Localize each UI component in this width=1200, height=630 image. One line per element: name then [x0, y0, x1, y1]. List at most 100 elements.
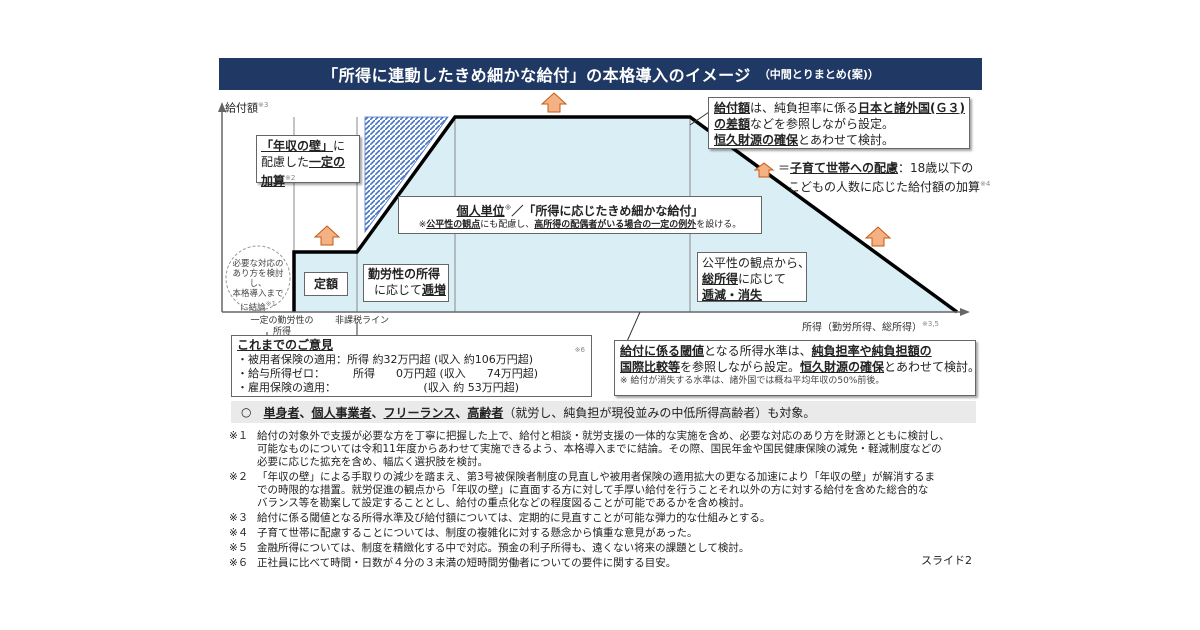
- shikii-box: 給付に係る閾値となる所得水準は、純負担率や純負担額の 国際比較等を参照しながら設…: [614, 340, 980, 396]
- y-axis-mark: ※3: [258, 101, 269, 109]
- footnote-item: ※２ 「年収の壁」による手取りの減少を踏まえ、第3号被保険者制度の見直しや被用者保…: [229, 471, 979, 510]
- kento-line-2: あり方を検討し、: [232, 269, 284, 289]
- kabe-box: 「年収の壁」に 配慮した一定の 加算※2: [256, 135, 360, 188]
- target-s3: 、: [455, 405, 468, 420]
- footnote-line: 可能なものについては令和11年度からあわせて実施できるよう、本格導入までに結論。…: [257, 443, 942, 455]
- kyufu-text-1: 給付額: [714, 101, 751, 115]
- footnote-id: ※３: [229, 512, 249, 524]
- shikii-text-4: 国際比較等: [620, 360, 681, 374]
- kako-line-3: ・雇用保険の適用： (収入 約 53万円超): [237, 381, 519, 394]
- kosodate-text-4: こどもの人数に応じた給付額の加算: [788, 180, 981, 194]
- kabe-text-1: 「年収の壁」: [261, 139, 334, 153]
- page-title: 「所得に連動したきめ細かな給付」の本格導入のイメージ: [322, 66, 751, 85]
- kento-circle: [225, 245, 291, 311]
- kyufu-text-3: 日本と諸外国(Ｇ３): [858, 101, 966, 115]
- up-arrow-2: [540, 92, 568, 113]
- page-subtitle: （中間とりまとめ(案)）: [758, 68, 879, 81]
- footnote-line: 給付の対象外で支援が必要な方を丁寧に把握した上で、給付と相談・就労支援の一体的な…: [257, 430, 950, 442]
- kohei-text-1: 公平性の観点から、: [702, 256, 811, 270]
- x-axis-arrow: [960, 308, 970, 316]
- kento-line-1: 必要な対応の: [232, 259, 284, 269]
- kosodate-text-3: ：18歳以下の: [898, 161, 974, 175]
- footnote-body: 「年収の壁」による手取りの減少を踏まえ、第3号被保険者制度の見直しや被用者保険の…: [257, 471, 935, 510]
- kabe-hatch-area: [364, 116, 449, 234]
- shikii-text-3: 純負担率や純負担額の: [811, 344, 932, 358]
- footnote-body: 子育て世帯に配慮することについては、制度の複雑化に対する懸念から慎重な意見があっ…: [257, 527, 697, 540]
- target-s1: 、: [299, 405, 312, 420]
- kako-mark: ※6: [574, 346, 585, 354]
- kojin-box: 個人単位※／「所得に応じたきめ細かな給付」 ※公平性の観点にも配慮し、高所得の配…: [398, 196, 762, 234]
- kento-line-4: に結論: [240, 302, 266, 313]
- footnote-id: ※５: [229, 542, 249, 554]
- kyufu-text-2: は、純負担率に係る: [750, 101, 859, 115]
- kabe-text-5: 加算: [261, 174, 286, 188]
- target-p1: 単身者: [263, 405, 300, 420]
- kojin-sub-2: 公平性の観点: [426, 220, 481, 230]
- kosodate-mark: ※4: [980, 180, 991, 188]
- footnote-line: 正社員に比べて時間・日数が４分の３未満の短時間労働者についての要件に関する目安。: [257, 557, 677, 569]
- kosodate-text-2: 子育て世帯への配慮: [790, 161, 899, 175]
- footnote-body: 給付に係る閾値となる所得水準及び給付額については、定期的に見直すことが可能な弾力…: [257, 512, 770, 525]
- shikii-text-1: 給付に係る閾値: [620, 344, 705, 358]
- x-tick-kinro: 一定の勤労性の 所得: [242, 316, 322, 338]
- kyufu-text-5: などを参照しながら設定。: [750, 117, 895, 131]
- footnote-id: ※２: [229, 471, 249, 483]
- kojin-text-2: ／「所得に応じたきめ細かな給付」: [511, 204, 704, 218]
- kyufu-text-7: とあわせて検討。: [798, 133, 895, 147]
- teigaku-label: 定額: [313, 277, 338, 291]
- kojin-sub-3: にも配慮し、: [480, 220, 535, 230]
- kyufu-text-4: の差額: [714, 117, 751, 131]
- kohei-text-4: 逓減・消失: [702, 288, 763, 302]
- footnote-item: ※５ 金融所得については、制度を精緻化する中で対応。預金の利子所得も、遠くない将来…: [229, 542, 979, 555]
- kako-line-2: ・給与所得ゼロ： 所得 0万円超 (収入 74万円超): [237, 367, 539, 380]
- kojin-text-1: 個人単位: [456, 204, 505, 218]
- kyufu-text-6: 恒久財源の確保: [714, 133, 799, 147]
- target-mark: ○: [241, 405, 252, 419]
- footnote-id: ※６: [229, 557, 249, 569]
- target-s2: 、: [371, 405, 384, 420]
- teigaku-box: 定額: [304, 272, 348, 296]
- target-p2: 個人事業者: [311, 405, 372, 420]
- slide-label: スライド2: [921, 554, 972, 567]
- footnote-line: 子育て世帯に配慮することについては、制度の複雑化に対する懸念から慎重な意見があっ…: [257, 527, 698, 539]
- kojin-sub-1: ※: [418, 220, 427, 230]
- kabe-mark: ※2: [285, 174, 296, 182]
- kinro-text-2: に応じて: [374, 283, 423, 297]
- kinro-text-1: 勤労性の所得: [368, 267, 441, 281]
- kohei-box: 公平性の観点から、 総所得に応じて 逓減・消失: [697, 252, 811, 302]
- kento-line-3: 本格導入まで: [232, 289, 284, 299]
- shikii-note: ※ 給付が消失する水準は、諸外国では概ね平均年収の50%前後。: [620, 376, 885, 386]
- y-axis-arrow: [218, 102, 226, 112]
- kojin-sub-5: を設ける。: [696, 220, 742, 230]
- footnote-line: 「年収の壁」による手取りの減少を踏まえ、第3号被保険者制度の見直しや被用者保険の…: [257, 471, 936, 483]
- y-axis-label-text: 給付額: [225, 101, 258, 115]
- x-axis-mark: ※3,5: [922, 320, 939, 328]
- kento-mark: ※1: [265, 300, 276, 308]
- shikii-text-6: 恒久財源の確保: [800, 360, 885, 374]
- target-bar: ○ 単身者、 個人事業者、 フリーランス、 高齢者 （就労し、純負担が現役並みの…: [231, 401, 976, 423]
- kosodate-legend: ＝子育て世帯への配慮：18歳以下の こどもの人数に応じた給付額の加算※4: [778, 160, 990, 195]
- kabe-text-4: 一定の: [309, 155, 346, 169]
- y-axis-label: 給付額※3: [225, 97, 268, 117]
- kinro-box: 勤労性の所得 に応じて逓増: [363, 264, 449, 302]
- x-axis-label-text: 所得（勤労所得、総所得）: [802, 322, 922, 334]
- title-bar: 「所得に連動したきめ細かな給付」の本格導入のイメージ （中間とりまとめ(案)）: [219, 58, 982, 90]
- up-arrow-1: [313, 225, 341, 246]
- footnote-line: 必要に応じた拡充を含め、幅広く選択肢を検討。: [257, 456, 488, 468]
- footnote-item: ※３ 給付に係る閾値となる所得水準及び給付額については、定期的に見直すことが可能な…: [229, 512, 979, 525]
- benefit-curve: [292, 115, 959, 314]
- footnote-line: での時限的な措置。就労促進の観点から「年収の壁」に直面する方に対して手厚い給付を…: [257, 484, 929, 496]
- shikii-text-2: となる所得水準は、: [704, 344, 812, 358]
- kabe-text-2: に: [333, 139, 346, 153]
- footnote-line: 金融所得については、制度を精緻化する中で対応。預金の利子所得も、遠くない将来の課…: [257, 542, 750, 554]
- kyufu-box: 給付額は、純負担率に係る日本と諸外国(Ｇ３) の差額などを参照しながら設定。 恒…: [708, 97, 970, 149]
- up-arrow-3: [864, 226, 892, 247]
- kento-note: 必要な対応の あり方を検討し、 本格導入まで に結論※1: [226, 259, 290, 313]
- kako-title: これまでのご意見: [237, 338, 334, 352]
- kohei-text-3: に応じて: [738, 272, 787, 286]
- target-p3: フリーランス: [383, 405, 456, 420]
- kojin-sub-4: 高所得の配偶者がいる場合の一定の例外: [534, 220, 697, 230]
- kabe-text-3: 配慮した: [261, 155, 310, 169]
- kosodate-text-1: ＝: [778, 161, 791, 175]
- kojin-mark: ※: [504, 204, 512, 212]
